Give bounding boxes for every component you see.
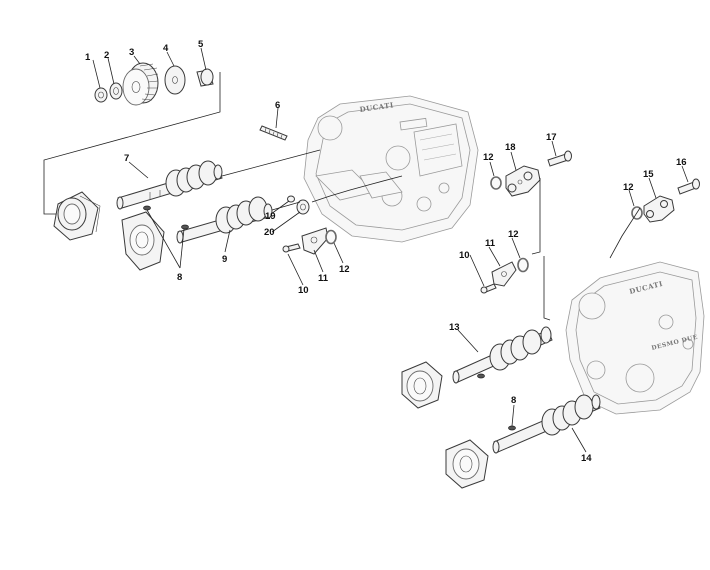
- part-3-timing-pulley: [122, 62, 159, 106]
- callout-9: 9: [222, 254, 227, 265]
- callout-8-upper: 8: [177, 272, 182, 283]
- lower-cam-pulley-flange-13: [401, 361, 443, 409]
- part-6-stud: [259, 125, 288, 141]
- callout-17: 17: [546, 132, 557, 143]
- callout-18: 18: [505, 142, 516, 153]
- callout-4: 4: [163, 43, 169, 54]
- part-14-camshaft: [492, 394, 601, 454]
- part-20-bushing: [296, 199, 310, 215]
- callout-1: 1: [85, 52, 91, 63]
- callout-13: 13: [449, 322, 460, 333]
- part-15-bracket: [643, 195, 675, 223]
- callout-7: 7: [124, 153, 129, 164]
- callout-10-lower: 10: [459, 250, 470, 261]
- part-11-cover-lower: [491, 261, 517, 287]
- part-7-camshaft: [116, 160, 223, 210]
- callout-16: 16: [676, 157, 687, 168]
- callout-leaders: [92, 47, 689, 453]
- part-8-key-lower-2: [508, 425, 516, 431]
- part-19-seal: [287, 195, 295, 203]
- assembly-lines: [43, 72, 641, 321]
- part-9-camshaft: [176, 196, 273, 244]
- callout-11-upper: 11: [318, 273, 329, 284]
- upper-cam-pulley-flange: [53, 191, 101, 241]
- part-5-spacer: [196, 68, 214, 87]
- callout-20: 20: [264, 227, 275, 238]
- callout-12-lower: 12: [508, 229, 519, 240]
- callout-12-right: 12: [623, 182, 634, 193]
- part-10-screw-upper: [282, 243, 301, 253]
- callout-11-lower: 11: [485, 238, 496, 249]
- callout-10-upper: 10: [298, 285, 309, 296]
- part-8-key-upper-2: [181, 224, 189, 230]
- part-12-o-ring-upper: [325, 229, 337, 245]
- lower-cylinder-head: DUCATI DESMO DUE: [565, 261, 705, 415]
- part-16-screw: [677, 178, 700, 195]
- upper-cylinder-head: DUCATI: [303, 95, 479, 243]
- callout-6: 6: [275, 100, 280, 111]
- upper-cam-belt-cover-flange: [121, 211, 165, 271]
- callout-5: 5: [198, 39, 204, 50]
- part-4-belt-roller-washer: [164, 65, 186, 95]
- callouts: 1 2 3 4 5 6 7 8 8 9 10 10 11 11 12 12 12…: [85, 39, 687, 464]
- part-1-nut: [94, 87, 108, 103]
- callout-14: 14: [581, 453, 592, 464]
- callout-3: 3: [129, 47, 134, 58]
- callout-12-upper: 12: [339, 264, 350, 275]
- callout-12-top: 12: [483, 152, 494, 163]
- callout-2: 2: [104, 50, 109, 61]
- part-17-screw: [547, 150, 572, 167]
- part-8-key-upper-1: [143, 205, 151, 211]
- callout-15: 15: [643, 169, 654, 180]
- part-2-washer: [109, 82, 123, 100]
- part-13-camshaft: [452, 326, 553, 384]
- part-12-o-ring-top-right: [490, 176, 502, 190]
- part-18-bracket: [505, 165, 541, 197]
- part-12-o-ring-lower: [517, 257, 529, 273]
- part-10-screw-lower: [480, 283, 497, 294]
- lower-cam-pulley-flange-14: [445, 439, 489, 489]
- callout-8-lower: 8: [511, 395, 516, 406]
- part-8-key-lower-1: [477, 373, 485, 379]
- callout-19: 19: [265, 211, 276, 222]
- part-11-cover-upper: [301, 227, 329, 255]
